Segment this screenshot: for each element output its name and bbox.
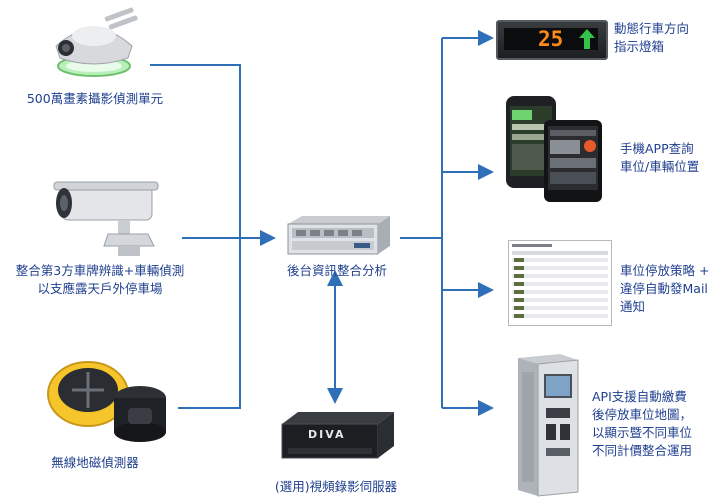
plate-recognition-label-line2: 以支應露天戶外停車場 xyxy=(37,281,163,296)
connector-camera xyxy=(150,64,241,238)
dome-camera-icon xyxy=(55,7,138,77)
camera-5mp-label: 500萬畫素攝影偵測單元 xyxy=(26,91,164,106)
wireless-sensor-label: 無線地磁偵測器 xyxy=(51,455,139,470)
kiosk-label-line2: 後停放車位地圖， xyxy=(592,407,693,422)
server-label: 後台資訊整合分析 xyxy=(286,263,387,278)
policy-label-line1: 車位停放策略 + xyxy=(620,263,710,278)
report-table-icon xyxy=(508,240,612,326)
nvr-icon xyxy=(281,412,394,459)
mobile-phones-icon xyxy=(506,96,602,202)
plate-recognition-label-line1: 整合第3方車牌辨識+車輛偵測 xyxy=(15,263,185,278)
policy-label-line3: 通知 xyxy=(620,299,646,314)
app-label-line2: 車位/車輛位置 xyxy=(620,159,700,174)
sign-label-line1: 動態行車方向 xyxy=(614,21,690,36)
connector-sensor xyxy=(178,238,241,409)
policy-label-line2: 違停自動發Mail xyxy=(620,281,708,296)
video-recorder-device: DIVA xyxy=(278,410,398,462)
bullet-camera-icon xyxy=(53,181,159,256)
recorder-label: (選用)視頻錄影伺服器 xyxy=(274,479,398,494)
sign-label-line2: 指示燈箱 xyxy=(614,39,665,54)
rack-server-icon xyxy=(287,216,390,255)
kiosk-label-line1: API支援自動繳費 xyxy=(592,389,687,404)
recorder-brand-text: DIVA xyxy=(308,428,346,441)
wireless-sensor-icon xyxy=(47,361,166,442)
app-label-line1: 手機APP查詢 xyxy=(620,141,694,156)
up-arrow-icon xyxy=(579,29,595,49)
sign-digits: 25 xyxy=(538,27,564,51)
payment-kiosk-icon xyxy=(518,354,579,497)
kiosk-label-line3: 以顯示暨不同車位 xyxy=(592,425,693,440)
kiosk-label-line4: 不同計價整合運用 xyxy=(592,443,693,458)
led-sign-device: 25 xyxy=(496,20,608,60)
